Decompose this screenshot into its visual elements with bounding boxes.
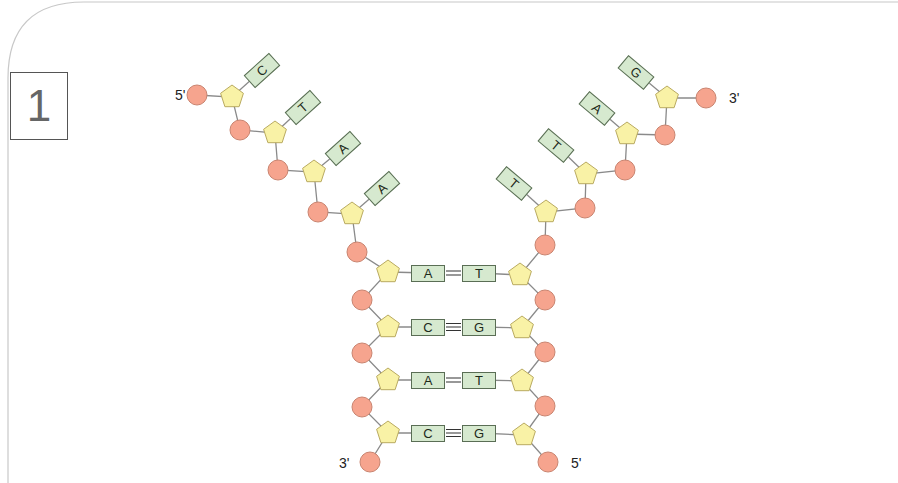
base-letter: T	[475, 374, 483, 387]
base-box: G	[618, 55, 655, 90]
base-letter: A	[335, 140, 350, 155]
sugar-pentagon	[341, 202, 364, 224]
step-number: 1	[27, 84, 51, 128]
phosphate-circle	[655, 125, 675, 145]
strand-end-label: 5'	[571, 456, 581, 470]
base-letter: A	[374, 180, 389, 195]
phosphate-circle	[352, 343, 372, 363]
base-letter: T	[507, 175, 521, 190]
base-box: A	[411, 372, 445, 389]
base-box: G	[462, 319, 496, 336]
sugar-pentagon	[616, 122, 639, 144]
phosphate-circle	[535, 396, 555, 416]
sugar-pentagon	[377, 421, 400, 443]
base-box: A	[325, 130, 362, 165]
base-box: G	[462, 425, 496, 442]
strand-end-label: 3'	[729, 91, 739, 105]
sugar-pentagon	[377, 315, 400, 337]
phosphate-circle	[615, 160, 635, 180]
base-box: A	[364, 170, 401, 205]
base-letter: A	[424, 374, 433, 387]
hydrogen-bond	[446, 324, 461, 331]
base-box: C	[411, 319, 445, 336]
base-box: T	[538, 128, 575, 163]
phosphate-circle	[352, 290, 372, 310]
sugar-pentagon	[377, 260, 400, 282]
phosphate-circle	[538, 452, 558, 472]
sugar-pentagon	[264, 121, 287, 143]
phosphate-circle	[696, 88, 716, 108]
base-letter: A	[424, 267, 433, 280]
step-number-box: 1	[10, 72, 68, 140]
base-letter: A	[589, 100, 604, 116]
base-letter: G	[474, 321, 484, 334]
phosphate-circle	[575, 198, 595, 218]
phosphate-circle	[360, 452, 380, 472]
phosphate-circle	[230, 120, 250, 140]
backbone-line	[197, 95, 388, 462]
base-box: C	[244, 52, 281, 87]
sugar-pentagon	[575, 162, 598, 184]
base-box: T	[462, 265, 496, 282]
phosphate-circle	[535, 290, 555, 310]
backbone-line	[520, 98, 706, 462]
strand-end-label: 3'	[339, 456, 349, 470]
strand-end-label: 5'	[175, 88, 185, 102]
hydrogen-bond	[446, 271, 461, 275]
base-letter: G	[628, 64, 644, 80]
phosphate-circle	[268, 160, 288, 180]
base-letter: T	[475, 267, 483, 280]
sugar-pentagon	[513, 423, 536, 445]
phosphate-circle	[352, 397, 372, 417]
sugar-pentagon	[511, 369, 534, 391]
base-letter: G	[474, 427, 484, 440]
base-letter: C	[423, 321, 432, 334]
sugar-pentagon	[656, 86, 679, 108]
sugar-pentagon	[377, 368, 400, 390]
base-box: T	[285, 89, 322, 124]
sugar-pentagon	[535, 200, 558, 222]
base-letter: T	[549, 137, 563, 152]
base-letter: C	[254, 62, 270, 78]
frame-outline	[8, 2, 898, 483]
base-letter: T	[296, 100, 311, 115]
base-box: A	[411, 265, 445, 282]
phosphate-circle	[535, 235, 555, 255]
base-box: C	[411, 425, 445, 442]
sugar-pentagon	[511, 316, 534, 338]
phosphate-circle	[187, 85, 207, 105]
phosphate-circle	[308, 202, 328, 222]
base-letter: C	[423, 427, 432, 440]
sugar-pentagon	[221, 85, 244, 107]
phosphate-circle	[535, 342, 555, 362]
phosphate-circle	[347, 242, 367, 262]
sugar-pentagon	[303, 160, 326, 182]
base-box: T	[462, 372, 496, 389]
base-box: T	[496, 166, 533, 201]
base-box: A	[579, 91, 616, 126]
hydrogen-bond	[446, 378, 461, 382]
sugar-pentagon	[509, 263, 532, 285]
hydrogen-bond	[446, 430, 461, 437]
